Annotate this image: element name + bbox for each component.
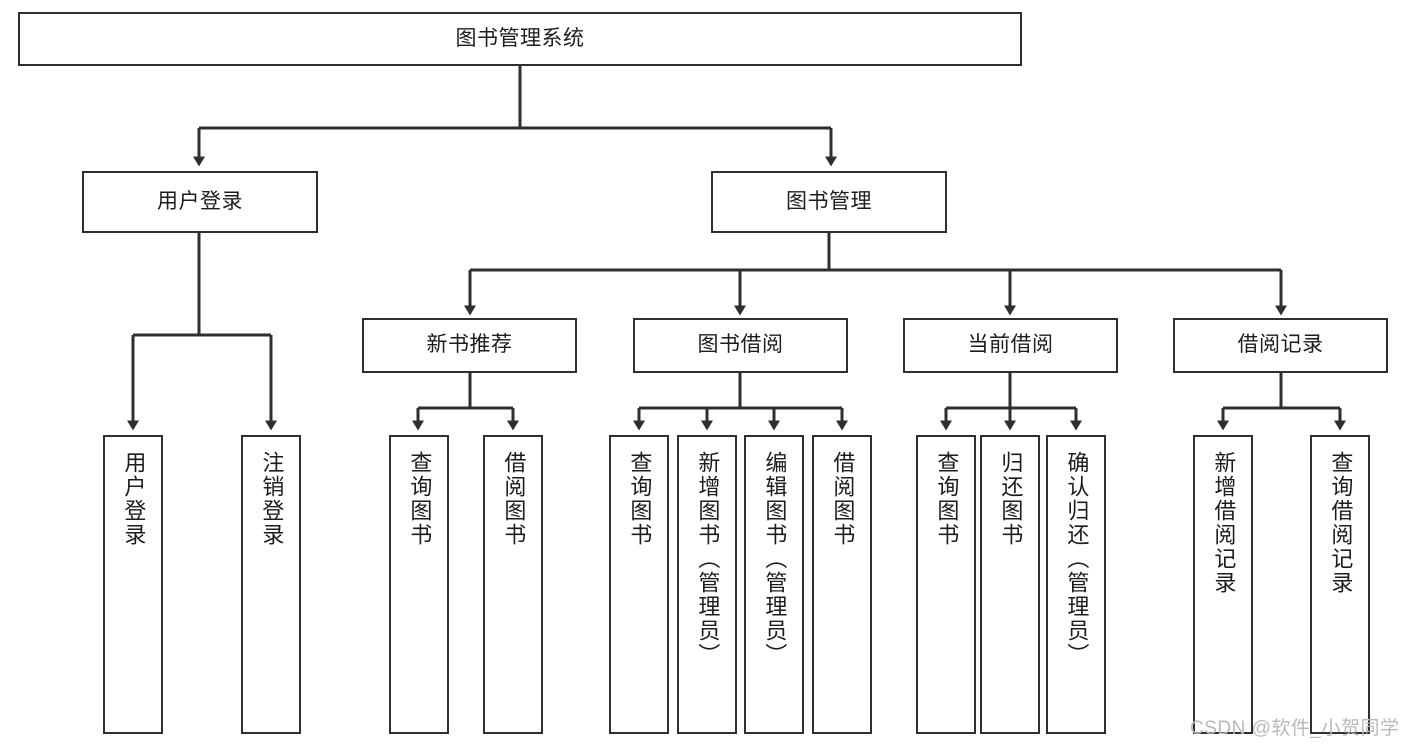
- node-leaf-add-record[interactable]: 新增借阅记录: [1193, 435, 1253, 734]
- node-leaf-query-record[interactable]: 查询借阅记录: [1310, 435, 1370, 734]
- node-leaf-logout[interactable]: 注销登录: [241, 435, 301, 734]
- node-leaf-confirm-return[interactable]: 确认归还（管理员）: [1046, 435, 1106, 734]
- node-book-manage[interactable]: 图书管理: [711, 171, 947, 233]
- node-leaf-add-record-label: 新增借阅记录: [1211, 451, 1237, 595]
- node-leaf-query-book-3[interactable]: 查询图书: [916, 435, 976, 734]
- node-leaf-return-book-label: 归还图书: [998, 451, 1024, 547]
- node-new-book-recommend-label: 新书推荐: [426, 333, 513, 357]
- node-user-login[interactable]: 用户登录: [82, 171, 318, 233]
- node-leaf-query-book-2[interactable]: 查询图书: [609, 435, 669, 734]
- node-current-borrow[interactable]: 当前借阅: [903, 318, 1118, 373]
- node-leaf-return-book[interactable]: 归还图书: [980, 435, 1040, 734]
- node-leaf-query-record-label: 查询借阅记录: [1328, 451, 1354, 595]
- node-leaf-confirm-return-label: 确认归还（管理员）: [1064, 451, 1090, 667]
- node-leaf-edit-book-label: 编辑图书（管理员）: [762, 451, 788, 667]
- node-leaf-query-book-1[interactable]: 查询图书: [389, 435, 449, 734]
- node-new-book-recommend[interactable]: 新书推荐: [362, 318, 577, 373]
- node-root-label: 图书管理系统: [455, 26, 585, 50]
- watermark: CSDN @软件_小贺同学: [1190, 718, 1400, 739]
- node-leaf-logout-label: 注销登录: [259, 451, 285, 547]
- node-leaf-borrow-book-2-label: 借阅图书: [830, 451, 856, 547]
- node-leaf-borrow-book-1[interactable]: 借阅图书: [483, 435, 543, 734]
- node-book-manage-label: 图书管理: [786, 189, 872, 213]
- node-leaf-edit-book[interactable]: 编辑图书（管理员）: [744, 435, 804, 734]
- node-user-login-label: 用户登录: [157, 189, 243, 213]
- node-leaf-borrow-book-1-label: 借阅图书: [501, 451, 527, 547]
- node-leaf-query-book-1-label: 查询图书: [407, 451, 433, 547]
- node-book-borrow-label: 图书借阅: [697, 333, 784, 357]
- node-borrow-record[interactable]: 借阅记录: [1173, 318, 1388, 373]
- node-leaf-query-book-2-label: 查询图书: [627, 451, 653, 547]
- node-root[interactable]: 图书管理系统: [18, 12, 1022, 66]
- node-leaf-add-book[interactable]: 新增图书（管理员）: [677, 435, 737, 734]
- node-borrow-record-label: 借阅记录: [1237, 333, 1324, 357]
- node-leaf-query-book-3-label: 查询图书: [934, 451, 960, 547]
- node-leaf-user-login-label: 用户登录: [121, 451, 147, 547]
- node-leaf-user-login[interactable]: 用户登录: [103, 435, 163, 734]
- node-current-borrow-label: 当前借阅: [967, 333, 1054, 357]
- node-leaf-borrow-book-2[interactable]: 借阅图书: [812, 435, 872, 734]
- node-leaf-add-book-label: 新增图书（管理员）: [695, 451, 721, 667]
- node-book-borrow[interactable]: 图书借阅: [633, 318, 848, 373]
